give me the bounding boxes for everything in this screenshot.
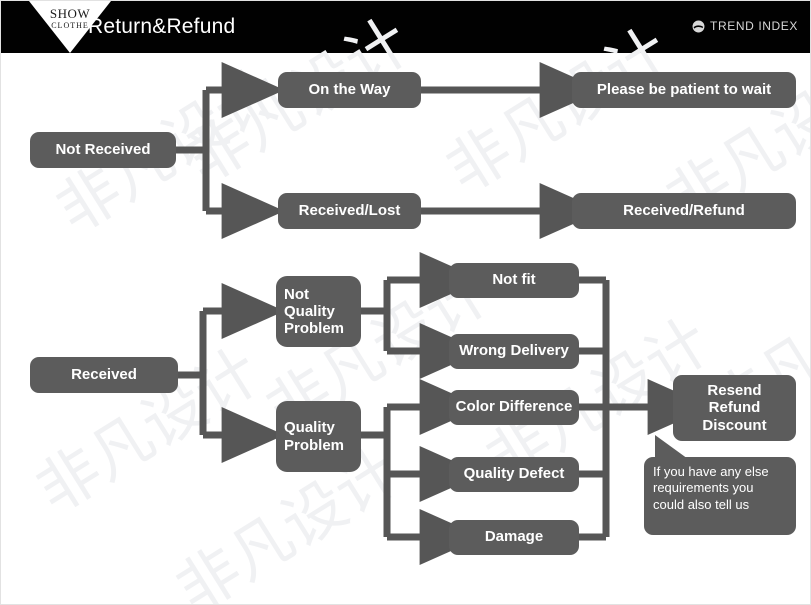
node-label: Not Quality Problem <box>284 285 345 338</box>
callout-note: If you have any else requirements you co… <box>644 457 796 535</box>
node-label: Resend Refund Discount <box>702 381 767 434</box>
node-on-the-way[interactable]: On the Way <box>278 72 421 108</box>
page-header: SHOW CLOTHE Return&Refund TREND INDEX <box>1 1 810 53</box>
node-resend-refund-discount[interactable]: Resend Refund Discount <box>673 375 796 441</box>
node-received-lost[interactable]: Received/Lost <box>278 193 421 229</box>
brand-label: TREND INDEX <box>710 19 798 33</box>
node-color-difference[interactable]: Color Difference <box>449 390 579 425</box>
node-not-received[interactable]: Not Received <box>30 132 176 168</box>
node-quality-problem[interactable]: Quality Problem <box>276 401 361 472</box>
showclothe-logo: SHOW CLOTHE <box>29 1 111 53</box>
connector-lines <box>176 62 711 565</box>
logo-clothe-text: CLOTHE <box>51 21 89 30</box>
globe-icon <box>692 20 705 32</box>
logo-show-text: SHOW <box>49 6 91 21</box>
node-quality-defect[interactable]: Quality Defect <box>449 457 579 492</box>
node-please-be-patient-to-wait[interactable]: Please be patient to wait <box>572 72 796 108</box>
node-received[interactable]: Received <box>30 357 178 393</box>
node-received-refund[interactable]: Received/Refund <box>572 193 796 229</box>
trend-index-brand: TREND INDEX <box>692 19 798 33</box>
page-title: Return&Refund <box>88 15 236 38</box>
node-not-fit[interactable]: Not fit <box>449 263 579 298</box>
node-label: Quality Problem <box>284 419 345 454</box>
flowchart-canvas: Not Received On the Way Received/Lost Pl… <box>1 53 810 604</box>
node-wrong-delivery[interactable]: Wrong Delivery <box>449 334 579 369</box>
logo-triangle-icon <box>29 1 111 53</box>
node-not-quality-problem[interactable]: Not Quality Problem <box>276 276 361 347</box>
node-damage[interactable]: Damage <box>449 520 579 555</box>
